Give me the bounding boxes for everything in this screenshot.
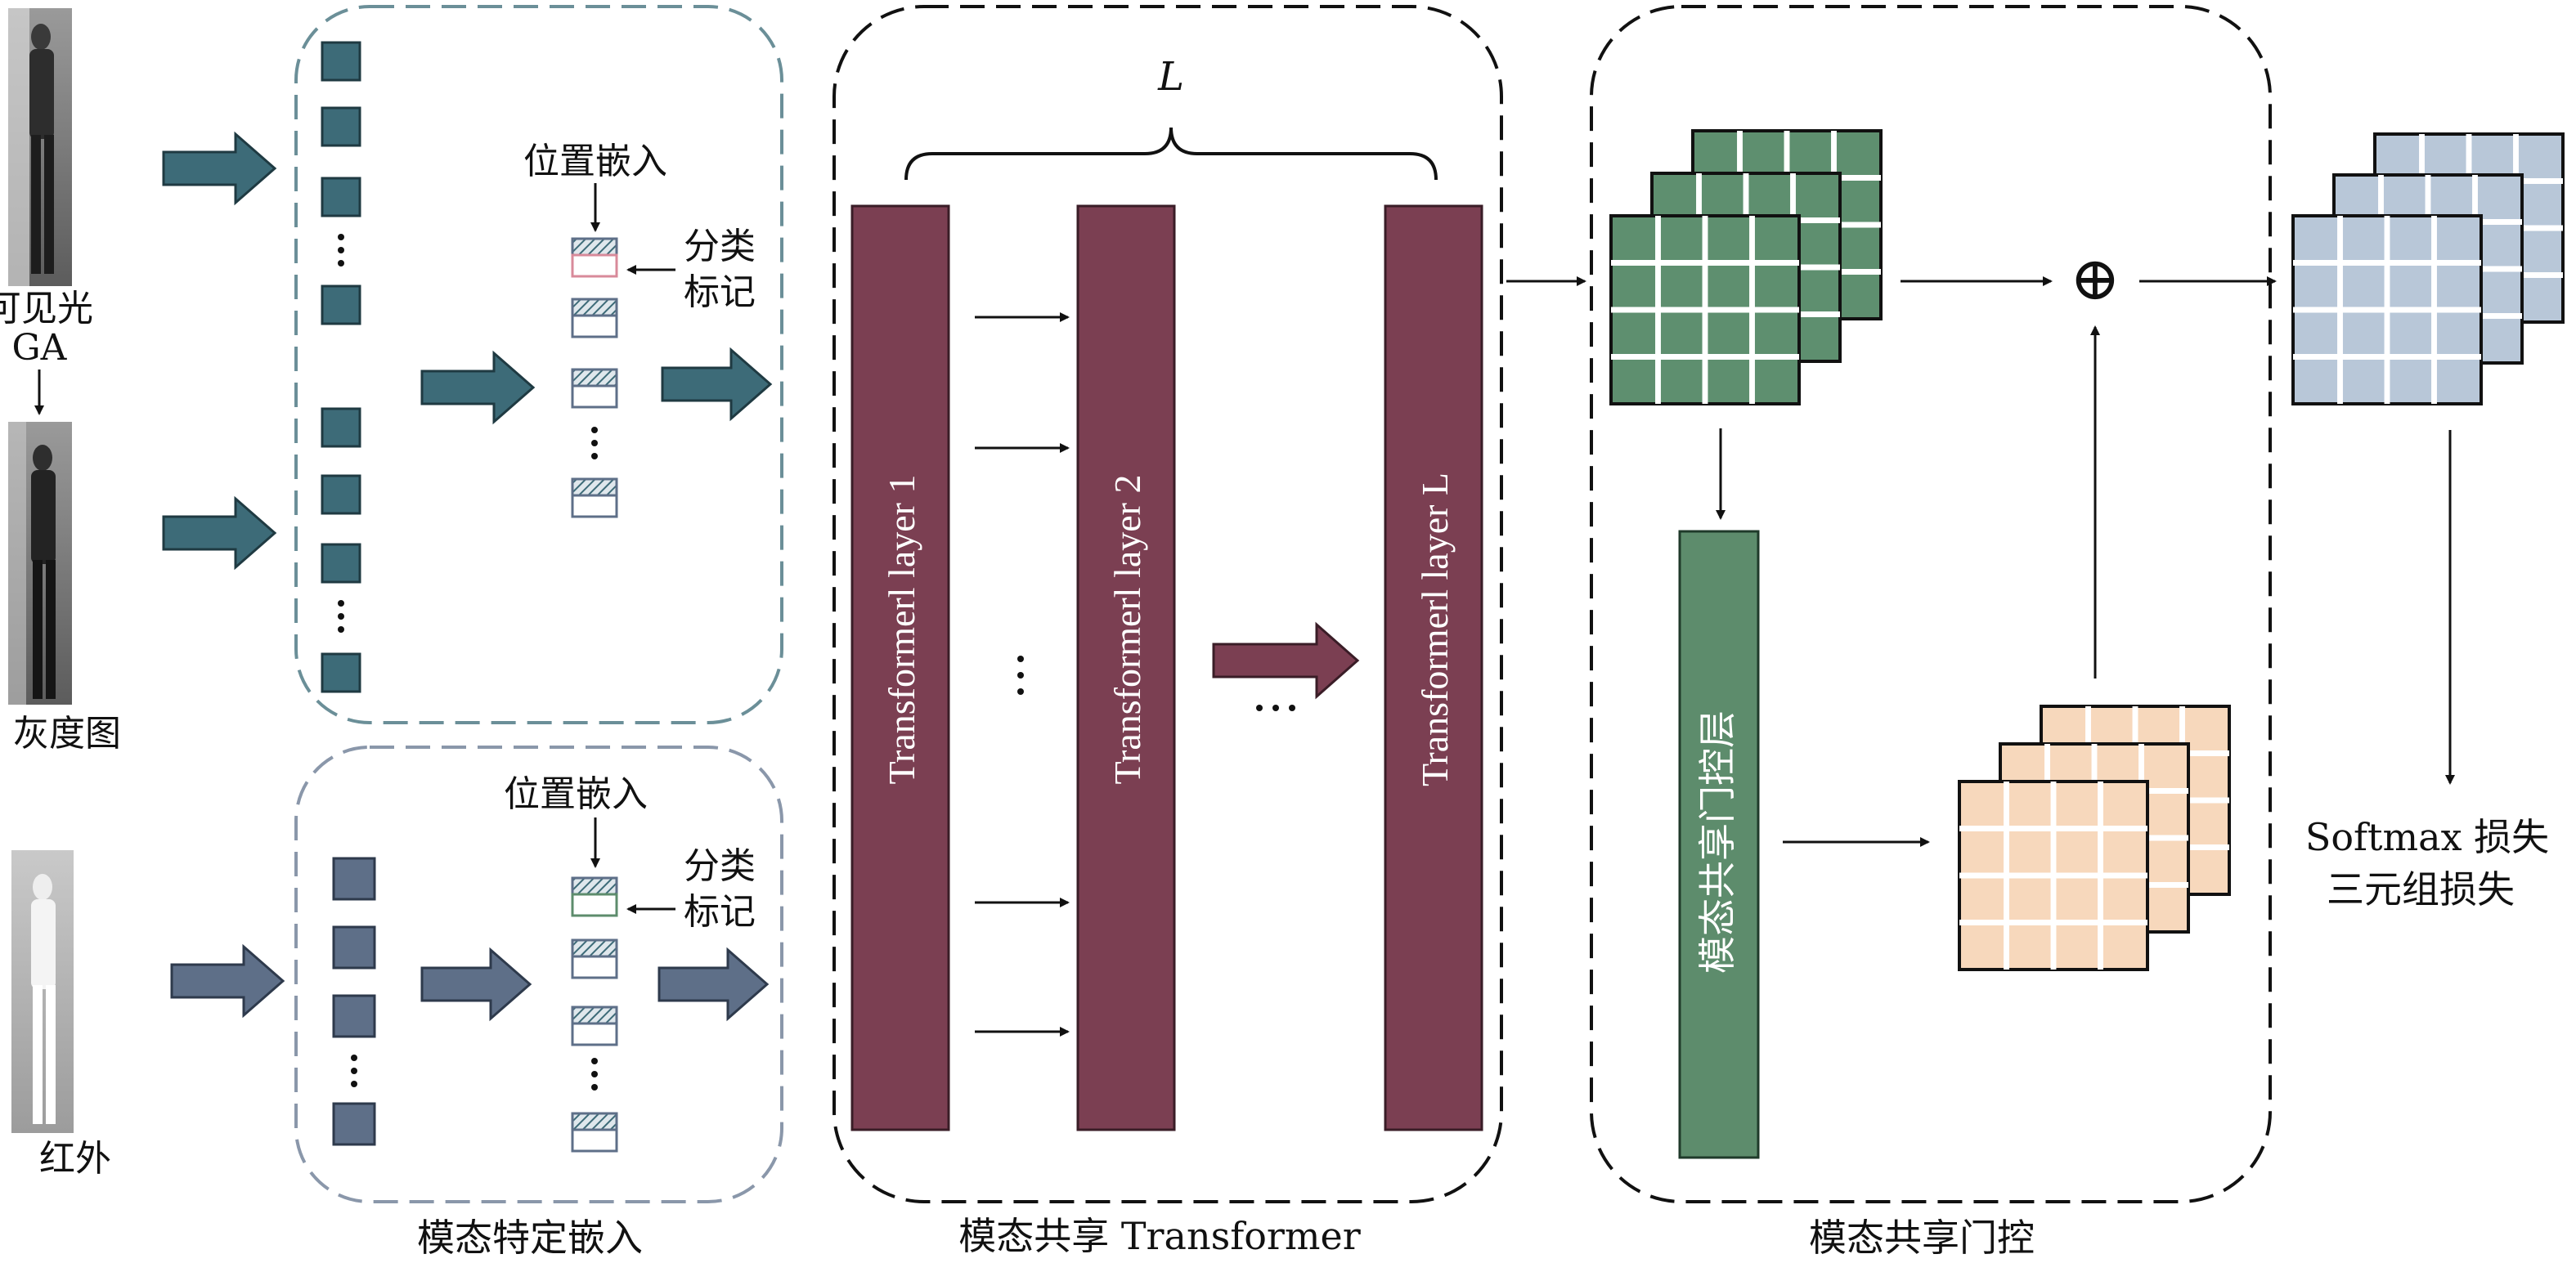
token-stack-top	[571, 237, 618, 518]
transformer-section-title: 模态共享 Transformer	[958, 1214, 1361, 1258]
cls-token-bottom	[571, 876, 618, 917]
infrared-image	[11, 850, 74, 1133]
triplet-loss-label: 三元组损失	[2327, 867, 2515, 911]
patch-tokens-ir	[332, 857, 376, 1146]
patch-embed-token	[571, 298, 618, 338]
cls-token-label-top-1: 分类	[684, 226, 756, 267]
layer-dots-horizontal	[1256, 705, 1295, 711]
cls-token-top	[571, 237, 618, 278]
softmax-loss-label: Softmax 损失	[2305, 815, 2549, 859]
pos-embed-label-top: 位置嵌入	[523, 141, 667, 182]
gate-section-title: 模态共享门控	[1809, 1216, 2035, 1260]
transformer-layer-L-label: Transformerl layer L	[1414, 473, 1456, 786]
token-stack-bottom	[571, 876, 618, 1153]
cls-token-label-bottom-2: 标记	[684, 891, 756, 933]
patch-dots-gray	[338, 600, 344, 633]
depth-label: L	[1157, 54, 1184, 100]
patch-tokens-gray	[321, 407, 361, 693]
blue-feature-map-stack	[2291, 132, 2565, 405]
add-symbol: ⊕	[2070, 244, 2120, 314]
infrared-label: 红外	[39, 1138, 111, 1180]
green-feature-map-stack	[1609, 129, 1883, 405]
visible-image	[8, 8, 72, 286]
embed-box-top	[294, 5, 783, 724]
input-arrows	[162, 131, 285, 1019]
depth-brace	[904, 127, 1438, 181]
patch-dots-ir	[351, 1055, 357, 1087]
patch-dots-visible	[338, 234, 344, 266]
token-dots-top	[591, 427, 598, 459]
gate-layer-label: 模态共享门控层	[1697, 710, 1739, 974]
cls-token-label-top-2: 标记	[684, 271, 756, 313]
transformer-layer-2-label: Transformerl layer 2	[1106, 475, 1148, 785]
patch-embed-token	[571, 1006, 618, 1046]
visible-label: 可见光	[0, 288, 93, 329]
peach-feature-map-stack	[1958, 705, 2231, 971]
transformer-layer-2	[1076, 204, 1176, 1131]
patch-embed-token	[571, 368, 618, 409]
cls-token-label-bottom-1: 分类	[684, 845, 756, 887]
gate-layer	[1678, 530, 1760, 1159]
patch-embed-token	[571, 938, 618, 979]
transformer-layer-L	[1384, 204, 1483, 1131]
layer-connection-arrows	[975, 312, 1070, 1037]
embed-arrows	[420, 347, 773, 1022]
transformer-layer-1	[850, 204, 950, 1131]
transformer-layer-1-label: Transformerl layer 1	[881, 475, 922, 785]
layer-dots-vertical	[1017, 656, 1024, 695]
patch-embed-token	[571, 1112, 618, 1153]
embed-box-bottom	[294, 746, 783, 1203]
layer-progress-arrow	[1212, 621, 1360, 700]
token-dots-bottom	[591, 1058, 598, 1091]
patch-tokens-visible	[321, 41, 361, 325]
grayscale-label: 灰度图	[13, 713, 121, 755]
embedding-section-title: 模态特定嵌入	[417, 1216, 643, 1260]
pos-embed-label-bottom: 位置嵌入	[504, 773, 648, 815]
grayscale-image	[8, 422, 72, 705]
transformer-box	[832, 5, 1503, 1203]
patch-embed-token	[571, 477, 618, 518]
ga-label: GA	[12, 327, 68, 369]
